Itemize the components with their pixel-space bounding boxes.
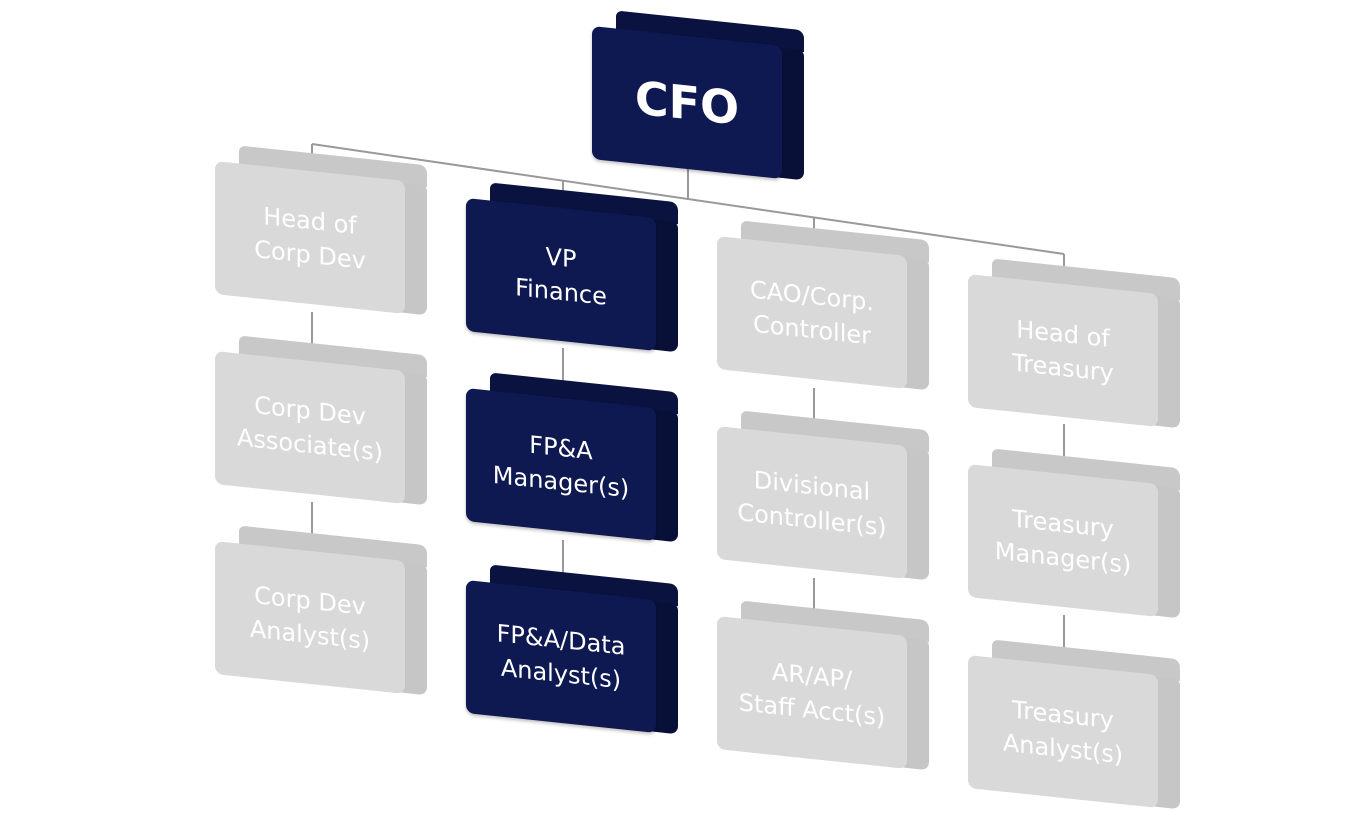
node-label: CAO/Corp.Controller xyxy=(750,274,874,350)
node-label: CFO xyxy=(634,70,740,135)
node-label: AR/AP/Staff Acct(s) xyxy=(738,657,886,732)
node-staff-accountant: AR/AP/Staff Acct(s) xyxy=(717,598,932,796)
node-cao-corp-controller: CAO/Corp.Controller xyxy=(717,218,932,416)
node-cfo: CFO xyxy=(592,8,807,206)
connector-bus xyxy=(311,143,1065,255)
